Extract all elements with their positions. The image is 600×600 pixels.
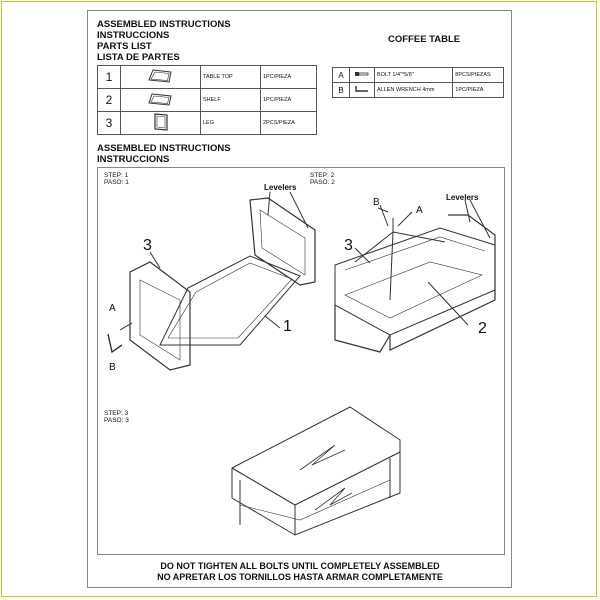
part-qty: 1PC/PIEZA [260, 88, 317, 112]
part-number: 1 [97, 65, 121, 89]
leg-icon [120, 111, 201, 135]
callout-3-step1: 3 [143, 237, 152, 254]
part-qty: 2PCS/PIEZA [260, 111, 317, 135]
step-2-en: STEP: 2 [310, 172, 335, 179]
step-1-en: STEP: 1 [104, 172, 129, 179]
part-number: 3 [97, 111, 121, 135]
hardware-table: A BOLT 1/4"*5/8" 8PCS/PIEZAS B ALLEN WRE… [332, 67, 504, 98]
heading-parts-list: PARTS LIST [97, 41, 152, 52]
hardware-row-b: B ALLEN WRENCH 4mm 1PC/PIEZA [332, 82, 504, 98]
part-name: TABLE TOP [200, 65, 261, 89]
step-1-es: PASO: 1 [104, 179, 129, 186]
step-3-es: PASO: 3 [104, 417, 129, 424]
callout-a-step1: A [109, 303, 116, 314]
heading-assembled-instructions: ASSEMBLED INSTRUCTIONS [97, 19, 231, 30]
callout-2-step2: 2 [478, 320, 487, 337]
parts-row-3: 3 LEG 2PCS/PIEZA [97, 111, 317, 135]
parts-row-1: 1 TABLE TOP 1PC/PIEZA [97, 65, 317, 89]
part-qty: 1PC/PIEZA [260, 65, 317, 89]
callout-3-step2: 3 [344, 237, 353, 254]
step-3-label: STEP: 3 PASO: 3 [104, 410, 129, 424]
hardware-name: ALLEN WRENCH 4mm [373, 82, 454, 98]
step-1-label: STEP: 1 PASO: 1 [104, 172, 129, 186]
levelers-label-2: Levelers [446, 193, 479, 202]
callout-b-step2: B [373, 197, 380, 208]
steps-panel [97, 167, 505, 555]
heading-lista-de-partes: LISTA DE PARTES [97, 52, 180, 63]
footer-warning-en: DO NOT TIGHTEN ALL BOLTS UNTIL COMPLETEL… [160, 561, 440, 571]
part-name: LEG [200, 111, 261, 135]
parts-row-2: 2 SHELF 1PC/PIEZA [97, 88, 317, 112]
step-2-drawing [334, 199, 496, 353]
step-3-en: STEP: 3 [104, 410, 129, 417]
footer-warning-es: NO APRETAR LOS TORNILLOS HASTA ARMAR COM… [157, 572, 443, 582]
product-title: COFFEE TABLE [388, 34, 461, 45]
callout-a-step2: A [416, 205, 423, 216]
step-1-drawing [107, 191, 316, 371]
frame-shape [334, 227, 496, 336]
heading-assembled-instructions-2: ASSEMBLED INSTRUCTIONS [97, 143, 231, 154]
hardware-row-a: A BOLT 1/4"*5/8" 8PCS/PIEZAS [332, 67, 504, 83]
part-number: 2 [97, 88, 121, 112]
levelers-label-1: Levelers [264, 183, 297, 192]
coffee-table-shape [231, 406, 401, 536]
hardware-qty: 1PC/PIEZA [452, 82, 504, 98]
leg-right-shape [249, 197, 316, 286]
callout-b-step1: B [109, 362, 116, 373]
table-top-shape [159, 255, 301, 346]
step-2-es: PASO: 2 [310, 179, 335, 186]
step-2-label: STEP: 2 PASO: 2 [310, 172, 335, 186]
heading-instruccions: INSTRUCCIONS [97, 30, 170, 41]
heading-instruccions-2: INSTRUCCIONS [97, 154, 170, 165]
callout-1-step1: 1 [283, 318, 292, 335]
parts-table: 1 TABLE TOP 1PC/PIEZA 2 SHELF 1PC/PIEZA … [97, 65, 317, 135]
step-3-drawing [231, 406, 401, 536]
shelf-icon [120, 88, 201, 112]
leg-left-shape [129, 261, 191, 371]
